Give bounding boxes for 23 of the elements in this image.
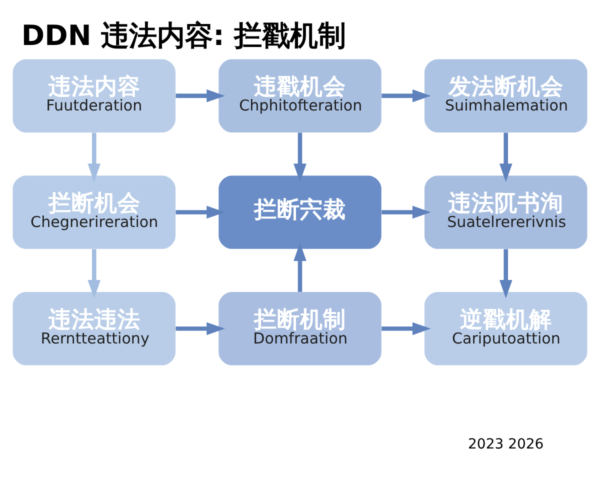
node-box: 逆戳机解 Cariputoattion — [424, 292, 588, 365]
arrow — [499, 132, 512, 182]
diagram-title: DDN 违法内容: 拦戳机制 — [21, 18, 346, 52]
node-box: 发法断机会 Suimhalemation — [424, 58, 588, 132]
node-box: 拦断宍裁 — [218, 175, 382, 248]
node-box: 违法阢书洵 Suatelrererivnis — [424, 175, 588, 248]
arrow — [176, 88, 225, 102]
node-box: 拦断机会 Chegnerireration — [12, 175, 176, 248]
arrow — [294, 242, 306, 292]
node-box: 违戳机会 Chphitofteration — [218, 58, 382, 132]
arrow — [176, 322, 225, 335]
label: 2023 2026 — [468, 436, 544, 452]
arrow — [382, 205, 431, 218]
arrow — [88, 248, 101, 298]
arrow — [382, 322, 431, 335]
arrow — [88, 132, 101, 182]
arrow — [382, 88, 431, 102]
arrow — [294, 132, 306, 182]
node-box: 违法内容 Fuutderation — [12, 58, 176, 132]
node-box: 拦断机制 Domfraation — [218, 292, 382, 365]
node-box: 违法违法 Rerntteattiony — [12, 292, 176, 365]
arrow — [499, 248, 512, 298]
arrow — [176, 205, 225, 218]
